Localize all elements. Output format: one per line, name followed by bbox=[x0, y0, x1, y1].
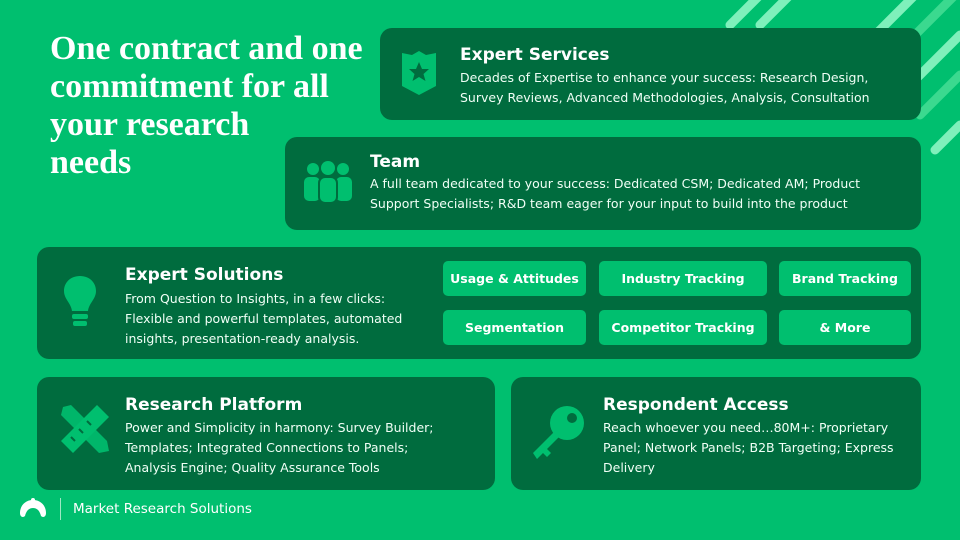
logo-icon bbox=[20, 498, 46, 517]
team-title: Team bbox=[370, 152, 421, 172]
expert-solutions-title: Expert Solutions bbox=[125, 265, 284, 285]
chip-industry-tracking[interactable]: Industry Tracking bbox=[599, 261, 767, 296]
expert-services-body: Decades of Expertise to enhance your suc… bbox=[460, 70, 870, 105]
chip-usage-attitudes[interactable]: Usage & Attitudes bbox=[443, 261, 586, 296]
key-icon bbox=[533, 406, 584, 459]
chip-competitor-tracking[interactable]: Competitor Tracking bbox=[599, 310, 767, 345]
shield-star-icon bbox=[402, 51, 436, 95]
chip-brand-tracking[interactable]: Brand Tracking bbox=[779, 261, 911, 296]
team-icon bbox=[304, 161, 352, 204]
expert-services-panel: Expert Services Decades of Expertise to … bbox=[380, 28, 921, 120]
research-platform-panel: Research Platform Power and Simplicity i… bbox=[37, 377, 495, 490]
page-headline-wrapper: One contract and one commitment for all … bbox=[50, 30, 370, 348]
tools-icon bbox=[61, 405, 109, 453]
chip-segmentation[interactable]: Segmentation bbox=[443, 310, 586, 345]
footer-divider bbox=[60, 498, 61, 520]
page-headline: One contract and one commitment for all … bbox=[50, 30, 363, 181]
footer-label: Market Research Solutions bbox=[73, 501, 252, 517]
expert-solutions-body: From Question to Insights, in a few clic… bbox=[125, 291, 403, 346]
expert-solutions-panel: Expert Solutions From Question to Insigh… bbox=[37, 247, 921, 359]
respondent-access-panel: Respondent Access Reach whoever you need… bbox=[511, 377, 921, 490]
lightbulb-icon bbox=[64, 276, 96, 326]
expert-services-title: Expert Services bbox=[460, 45, 610, 65]
research-platform-body: Power and Simplicity in harmony: Survey … bbox=[125, 420, 434, 475]
respondent-access-body: Reach whoever you need…80M+: Proprietary… bbox=[603, 420, 894, 475]
research-platform-title: Research Platform bbox=[125, 395, 303, 415]
chip-more[interactable]: & More bbox=[779, 310, 911, 345]
footer: Market Research Solutions bbox=[18, 498, 252, 520]
respondent-access-title: Respondent Access bbox=[603, 395, 789, 415]
team-body: A full team dedicated to your success: D… bbox=[370, 176, 861, 211]
team-panel: Team A full team dedicated to your succe… bbox=[285, 137, 921, 230]
